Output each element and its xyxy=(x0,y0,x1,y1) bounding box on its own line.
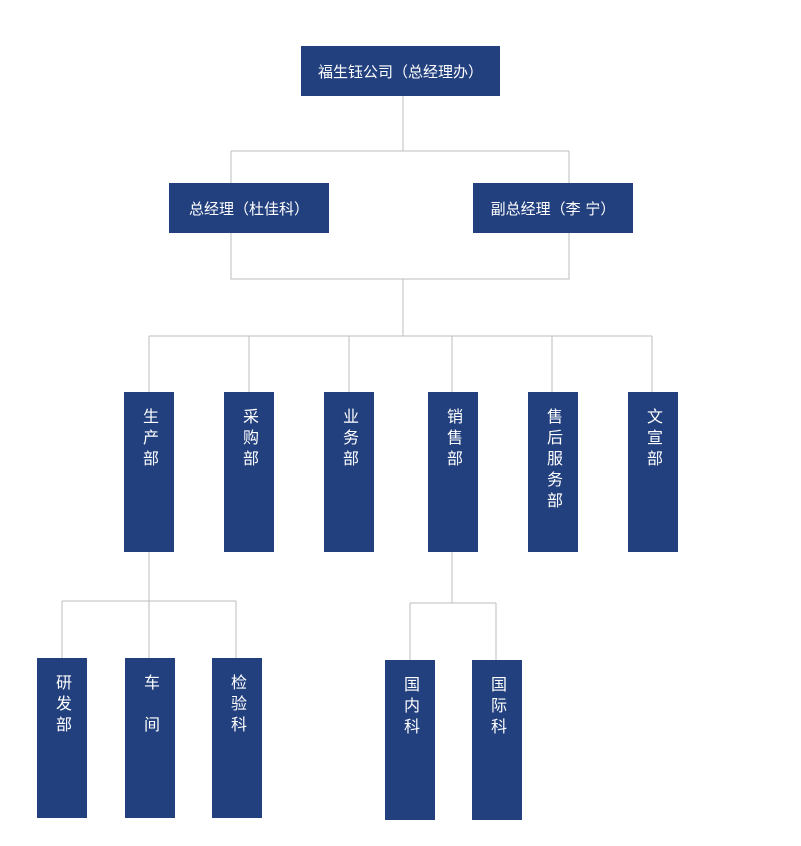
unit-rnd-label: 研发部 xyxy=(53,674,72,737)
dept-business: 业务部 xyxy=(324,392,374,552)
dept-purchasing: 采购部 xyxy=(224,392,274,552)
dept-sales-label: 销售部 xyxy=(444,408,463,471)
unit-domestic: 国内科 xyxy=(385,660,435,820)
unit-international: 国际科 xyxy=(472,660,522,820)
dept-publicity-label: 文宣部 xyxy=(644,408,663,471)
dept-after-sales-label: 售后服务部 xyxy=(544,408,563,513)
company-box: 福生钰公司（总经理办） xyxy=(301,46,500,96)
company-label: 福生钰公司（总经理办） xyxy=(317,62,483,81)
general-manager-box: 总经理（杜佳科） xyxy=(169,183,329,233)
unit-workshop: 车 间 xyxy=(125,658,175,818)
dept-production: 生产部 xyxy=(124,392,174,552)
dept-business-label: 业务部 xyxy=(340,408,359,471)
dept-production-label: 生产部 xyxy=(140,408,159,471)
unit-international-label: 国际科 xyxy=(488,676,507,739)
deputy-manager-label: 副总经理（李 宁） xyxy=(490,199,616,218)
dept-sales: 销售部 xyxy=(428,392,478,552)
dept-purchasing-label: 采购部 xyxy=(240,408,259,471)
unit-domestic-label: 国内科 xyxy=(401,676,420,739)
unit-workshop-label: 车 间 xyxy=(141,674,160,737)
dept-publicity: 文宣部 xyxy=(628,392,678,552)
unit-inspection-label: 检验科 xyxy=(228,674,247,737)
unit-rnd: 研发部 xyxy=(37,658,87,818)
deputy-manager-box: 副总经理（李 宁） xyxy=(473,183,633,233)
unit-inspection: 检验科 xyxy=(212,658,262,818)
dept-after-sales: 售后服务部 xyxy=(528,392,578,552)
general-manager-label: 总经理（杜佳科） xyxy=(188,199,309,218)
